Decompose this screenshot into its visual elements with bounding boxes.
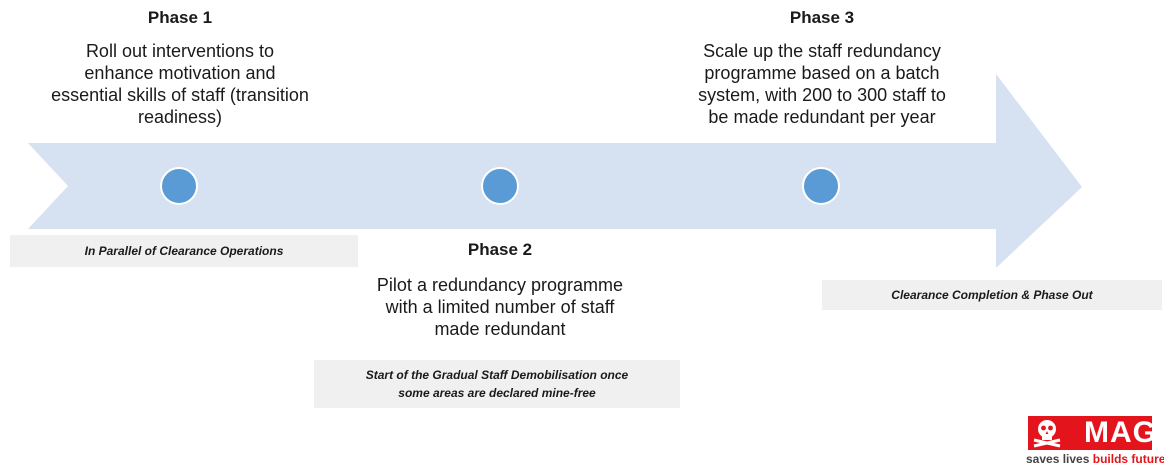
logo-tagline-main: saves lives (1026, 452, 1090, 466)
note-parallel-operations: In Parallel of Clearance Operations (10, 235, 358, 267)
phase-1-desc-line: Roll out interventions to (85, 41, 275, 61)
skull-crossbones-icon (1033, 420, 1061, 448)
phase-3-description: Scale up the staff redundancy programme … (662, 40, 982, 128)
phase-3-title: Phase 3 (789, 8, 855, 27)
phase-1-description: Roll out interventions to enhance motiva… (20, 40, 340, 128)
phase-3-desc-line: programme based on a batch (704, 63, 940, 83)
milestone-phase-2 (481, 167, 519, 205)
note-clearance-completion: Clearance Completion & Phase Out (822, 280, 1162, 310)
logo-tagline: saves lives builds future (1026, 452, 1164, 466)
phase-1-title: Phase 1 (147, 8, 213, 27)
phase-1-desc-line: readiness) (137, 107, 223, 127)
phase-1-desc-line: enhance motivation and (84, 63, 276, 83)
milestone-phase-1 (160, 167, 198, 205)
phase-2-title: Phase 2 (467, 240, 533, 259)
logo-tagline-accent: builds future (1092, 452, 1164, 466)
phase-2-desc-line: Pilot a redundancy programme (376, 275, 624, 295)
phase-3-desc-line: be made redundant per year (708, 107, 936, 127)
mag-logo: MAG saves lives builds future (1012, 412, 1164, 470)
phase-1-desc-line: essential skills of staff (transition (51, 85, 309, 105)
phase-2-desc-line: with a limited number of staff (385, 297, 615, 317)
phase-2-desc-line: made redundant (434, 319, 566, 339)
logo-badge: MAG (1028, 416, 1156, 450)
timeline-arrow-shape (28, 74, 1082, 268)
phase-3-desc-line: system, with 200 to 300 staff to (698, 85, 946, 105)
milestone-phase-3 (802, 167, 840, 205)
phase-3-desc-line: Scale up the staff redundancy (703, 41, 941, 61)
note-demobilisation-line: some areas are declared mine-free (398, 386, 596, 400)
note-demobilisation-line: Start of the Gradual Staff Demobilisatio… (365, 368, 629, 382)
note-staff-demobilisation: Start of the Gradual Staff Demobilisatio… (314, 360, 680, 408)
logo-brand: MAG (1084, 416, 1157, 449)
phase-2-description: Pilot a redundancy programme with a limi… (340, 274, 660, 340)
